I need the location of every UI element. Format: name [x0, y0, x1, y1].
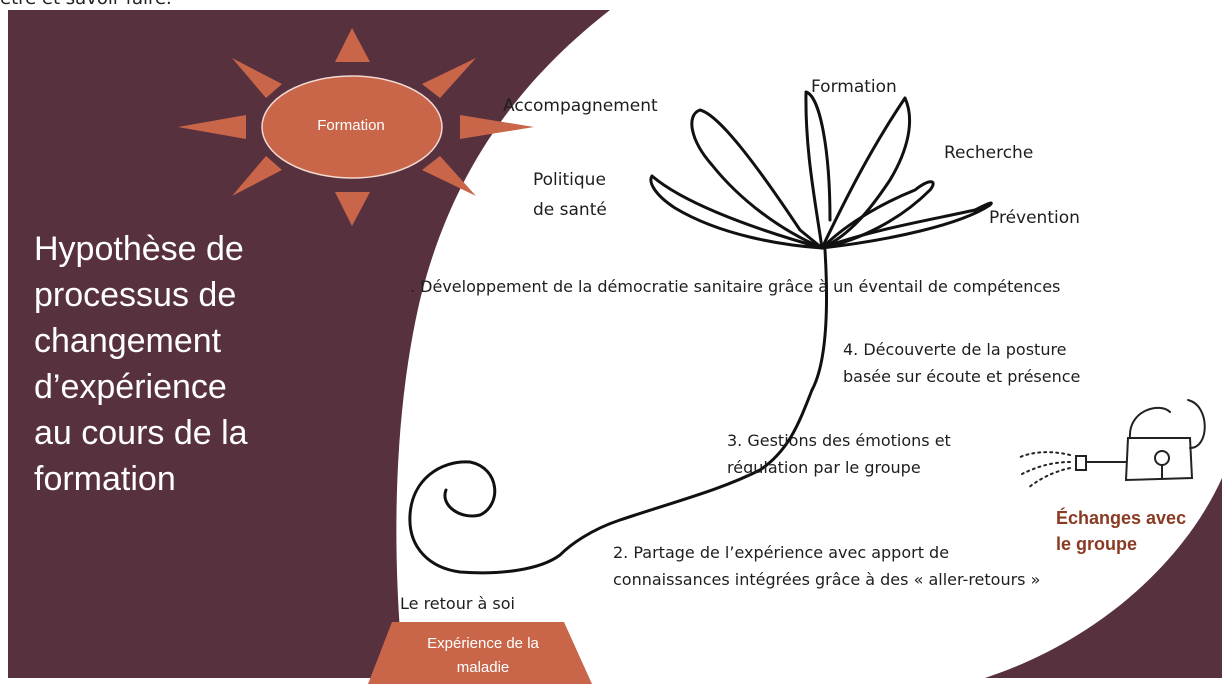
watering-can-icon [1017, 399, 1206, 489]
petal-formation: Formation [811, 77, 897, 97]
step-2: 2. Partage de l’expérience avec apport d… [613, 543, 1041, 589]
petal-politique-de-sante: Politique de santé [533, 170, 607, 220]
base-block [368, 622, 592, 684]
step-1: Le retour à soi [400, 594, 515, 613]
step-3: 3. Gestions des émotions et régulation p… [727, 431, 951, 477]
white-curved-area [396, 10, 1223, 678]
step-4: 4. Découverte de la posture basée sur éc… [843, 340, 1081, 386]
slide-title: Hypothèse de processus de changement d’e… [34, 230, 248, 498]
petal-recherche: Recherche [944, 143, 1034, 163]
base-label: Expérience de la maladie [427, 635, 539, 676]
header-fragment: être et savoir-faire. [0, 0, 172, 9]
petal-prevention: Prévention [989, 208, 1080, 228]
group-exchange-label: Échanges avec le groupe [1056, 508, 1187, 554]
flower-icon [408, 90, 993, 575]
sun-label: Formation [317, 117, 385, 134]
petal-accompagnement: Accompagnement [503, 96, 658, 116]
sun-icon [178, 28, 534, 226]
step-5: . Développement de la démocratie sanitai… [410, 277, 1061, 296]
